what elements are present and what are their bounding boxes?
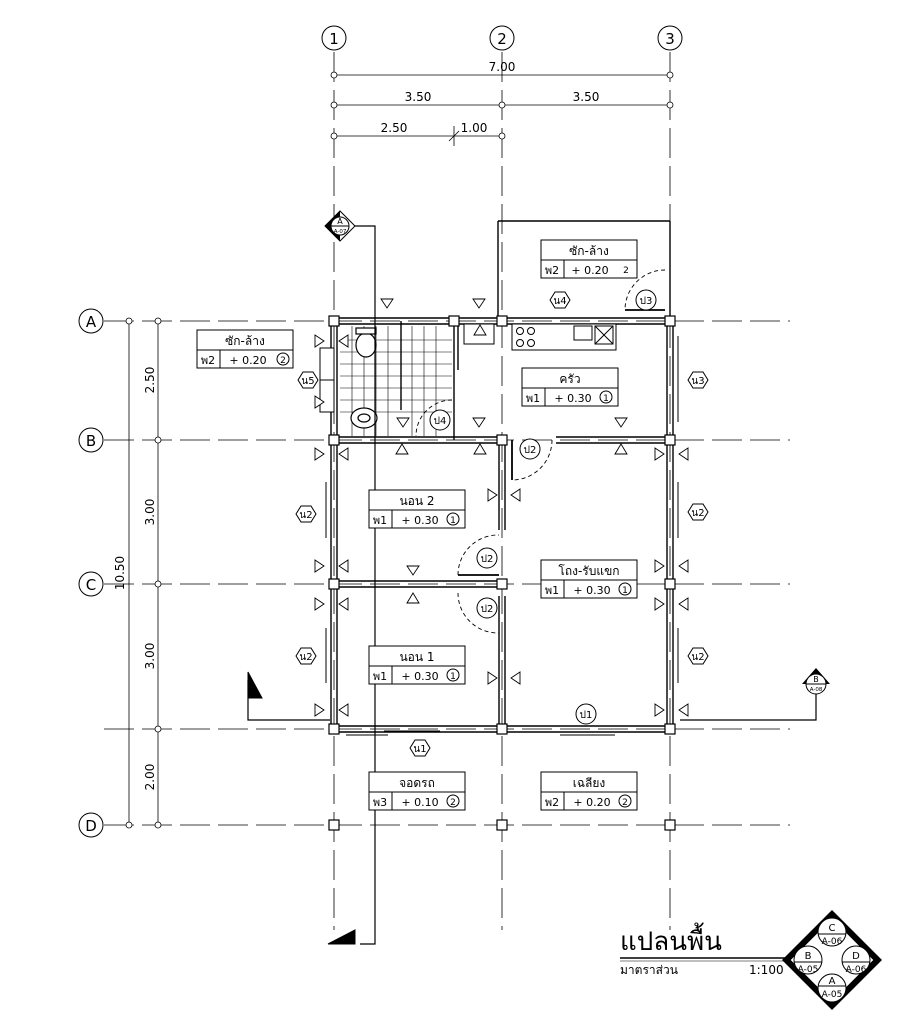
room-level-living: + 0.30 <box>573 584 610 597</box>
room-name-wash-2: ซัก-ล้าง <box>225 334 265 348</box>
room-name-bedroom-2: นอน 2 <box>399 494 434 508</box>
room-floor-wash-1: พ2 <box>545 264 559 277</box>
dim-overall-depth: 10.50 <box>113 556 127 590</box>
room-name-bedroom-1: นอน 1 <box>399 650 434 664</box>
room-level-carport: + 0.10 <box>401 796 438 809</box>
window-tag-n3: น3 <box>691 376 704 387</box>
room-num-bedroom-1: 1 <box>450 672 456 682</box>
dim-row-cd: 3.00 <box>143 643 157 670</box>
window-tag-n1: น1 <box>413 744 426 755</box>
dim-row-ab: 2.50 <box>143 367 157 394</box>
window-tag-n5: น5 <box>301 376 314 387</box>
grid-label-row-d: D <box>85 817 97 835</box>
drawing-title: แปลนพื้น <box>620 922 722 957</box>
toilet-icon <box>355 327 377 358</box>
dimension-lines <box>125 71 674 829</box>
room-level-wash-2: + 0.20 <box>229 354 266 367</box>
grid-bubbles <box>78 25 683 838</box>
room-num-wash-2: 2 <box>280 356 286 366</box>
scale-label: มาตราส่วน <box>620 963 678 977</box>
door-tag-p4: ป4 <box>434 416 447 427</box>
basin-icon <box>350 407 378 429</box>
section-arrow-icon <box>247 671 356 945</box>
window-tag-n2-right-upper: น2 <box>691 508 704 519</box>
room-floor-bedroom-1: พ1 <box>373 670 387 683</box>
columns <box>328 315 676 831</box>
window-tag-n2-left-lower: น2 <box>299 652 312 663</box>
title-block: แปลนพื้น มาตราส่วน 1:100 <box>620 922 800 977</box>
dim-sub-2: 1.00 <box>461 121 488 135</box>
room-floor-kitchen: พ1 <box>526 392 540 405</box>
section-b-sheet: A-08 <box>810 687 823 693</box>
room-num-carport: 2 <box>450 798 456 808</box>
dim-bay-1: 3.50 <box>405 90 432 104</box>
key-right-letter: D <box>852 951 860 962</box>
grid-label-row-a: A <box>86 313 97 331</box>
grid-label-col-3: 3 <box>665 30 675 48</box>
room-num-living: 1 <box>622 586 628 596</box>
room-tag-dividers <box>219 260 565 810</box>
dim-sub-1: 2.50 <box>381 121 408 135</box>
room-floor-terrace: พ2 <box>545 796 559 809</box>
grid-label-row-c: C <box>86 576 96 594</box>
window-tag-n4: น4 <box>553 296 566 307</box>
scale-value: 1:100 <box>749 963 784 977</box>
grid-label-col-2: 2 <box>497 30 507 48</box>
kitchen-counter <box>463 323 617 351</box>
door-tag-p2-bedroom-2: ป2 <box>481 554 494 565</box>
key-left-letter: B <box>805 951 812 962</box>
dim-bay-2: 3.50 <box>573 90 600 104</box>
room-level-bedroom-1: + 0.30 <box>401 670 438 683</box>
dim-row-d: 2.00 <box>143 764 157 791</box>
room-num-kitchen: 1 <box>603 394 609 404</box>
room-level-terrace: + 0.20 <box>573 796 610 809</box>
room-name-carport: จอดรถ <box>399 776 435 790</box>
sink-icon <box>319 347 335 413</box>
door-tag-p2-kitchen: ป2 <box>524 445 537 456</box>
door-tag-p2-bedroom-1: ป2 <box>481 604 494 615</box>
key-bottom-letter: A <box>829 976 836 987</box>
door-swings <box>415 269 666 634</box>
key-right-sheet: A-06 <box>846 965 867 975</box>
window-tag-n2-right-lower: น2 <box>691 652 704 663</box>
section-marker-b: B A-08 <box>802 668 830 695</box>
door-tag-p1: ป1 <box>580 710 593 721</box>
dim-row-bc: 3.00 <box>143 499 157 526</box>
room-name-terrace: เฉลียง <box>573 776 606 790</box>
opening-tag-frames <box>295 289 709 757</box>
room-floor-bedroom-2: พ1 <box>373 514 387 527</box>
room-level-bedroom-2: + 0.30 <box>401 514 438 527</box>
section-marker-a: A A-07 <box>324 210 356 242</box>
room-num-wash-1: 2 <box>623 266 629 276</box>
grid-label-row-b: B <box>86 432 96 450</box>
room-num-terrace: 2 <box>622 798 628 808</box>
room-level-wash-1: + 0.20 <box>571 264 608 277</box>
key-bottom-sheet: A-05 <box>822 990 843 1000</box>
key-top-sheet: A-06 <box>822 937 843 947</box>
elevation-key-marker <box>782 910 882 1010</box>
section-a-sheet: A-07 <box>334 229 347 235</box>
door-tag-p3: ป3 <box>640 296 653 307</box>
grid-label-col-1: 1 <box>329 30 339 48</box>
room-level-kitchen: + 0.30 <box>554 392 591 405</box>
window-tag-n2-left-upper: น2 <box>299 510 312 521</box>
room-tag-num-circles <box>276 352 632 808</box>
room-num-bedroom-2: 1 <box>450 516 456 526</box>
grid-lines <box>104 52 790 930</box>
room-floor-living: พ1 <box>545 584 559 597</box>
room-floor-wash-2: พ2 <box>201 354 215 367</box>
room-tags <box>196 239 638 811</box>
level-markers <box>314 298 689 717</box>
section-a-letter: A <box>337 217 343 226</box>
dim-overall-width: 7.00 <box>489 60 516 74</box>
windows-graphic <box>325 317 679 736</box>
room-name-living: โถง-รับแขก <box>558 564 619 578</box>
room-name-kitchen: ครัว <box>559 372 580 386</box>
room-floor-carport: พ3 <box>373 796 387 809</box>
key-top-letter: C <box>829 923 836 934</box>
section-b-letter: B <box>813 675 819 684</box>
room-name-wash-1: ซัก-ล้าง <box>569 244 609 258</box>
key-left-sheet: A-05 <box>798 965 819 975</box>
